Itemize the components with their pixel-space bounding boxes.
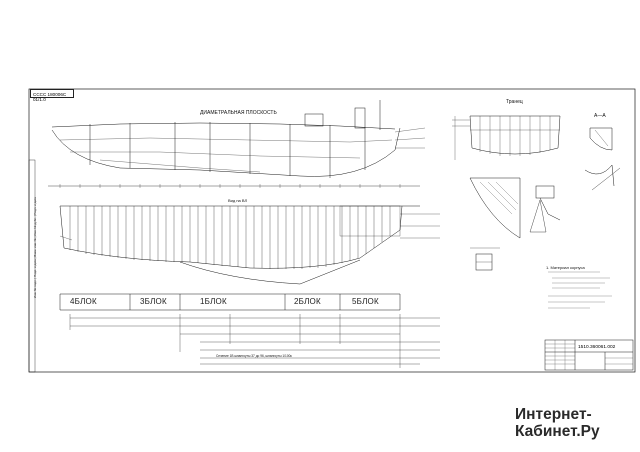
block-label-4: 4БЛОК: [70, 297, 97, 306]
title-diametral-plane: ДИАМЕТРАЛЬНАЯ ПЛОСКОСТЬ: [200, 110, 277, 116]
watermark: Интернет- Кабинет.Ру: [515, 406, 600, 440]
title-block: [544, 339, 634, 371]
notes-text-lines: [548, 271, 612, 309]
vertical-strip-text: Инв. № подл. | Подп. и дата | Взам. инв.…: [33, 197, 37, 298]
title-block-code: 1510.360061.002: [578, 345, 616, 350]
block-strip: [59, 293, 440, 368]
left-strip: [28, 159, 36, 373]
waterline-view: [59, 205, 440, 285]
title-transom: Транец: [506, 99, 523, 105]
watermark-line-1: Интернет-: [515, 406, 592, 423]
section-a-a: [584, 127, 621, 191]
title-view-wl: Вид на ВЛ: [228, 198, 248, 203]
profile-view: [48, 100, 426, 188]
notes-header: 1. Материал корпуса: [546, 265, 585, 270]
watermark-line-2: Кабинет.Ру: [515, 423, 600, 440]
stamp-code: СССС 180006С 01/1.0: [33, 92, 67, 102]
transom-view: [452, 115, 561, 160]
title-section-a-a: А—А: [594, 113, 606, 119]
detail-views: [469, 177, 561, 271]
block-label-1: 1БЛОК: [200, 297, 227, 306]
block-label-2: 2БЛОК: [294, 297, 321, 306]
drawing-stamp: СССС 180006С 01/1.0: [30, 89, 74, 102]
block-label-3: 3БЛОК: [140, 297, 167, 306]
outer-frame: [28, 88, 636, 373]
block-label-5: 5БЛОК: [352, 297, 379, 306]
bottom-caption: Сечение 1В шпангоуты 37 до 96, шпангоуты…: [216, 354, 292, 358]
